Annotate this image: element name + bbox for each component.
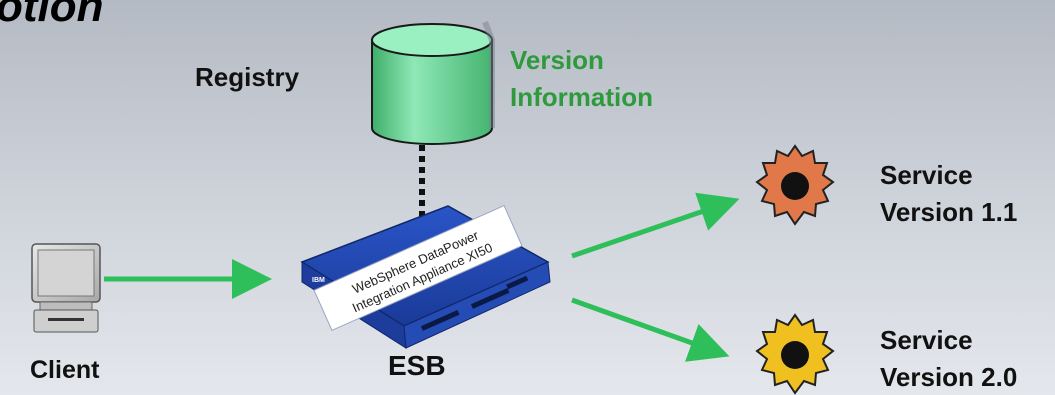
service-2-gear-icon — [755, 313, 835, 395]
page-title: otion — [0, 0, 104, 31]
service-1-label-line1: Service — [880, 160, 973, 190]
esb-appliance-icon: WebSphere DataPower Integration Applianc… — [300, 204, 551, 349]
service-2-label-line1: Service — [880, 325, 973, 355]
registry-label: Registry — [195, 62, 300, 92]
service-1-label-line2: Version 1.1 — [880, 197, 1018, 227]
esb-label: ESB — [388, 350, 446, 381]
version-info-label-line1: Version — [510, 45, 604, 75]
service-1-gear-icon — [755, 144, 835, 226]
ibm-logo: IBM — [312, 277, 325, 284]
client-label: Client — [30, 356, 100, 384]
client-computer-icon — [31, 243, 101, 333]
service-2-label-line2: Version 2.0 — [880, 362, 1018, 392]
registry-database-icon — [371, 20, 495, 145]
esb-to-service-2-arrow — [571, 297, 730, 362]
esb-to-service-1-arrow — [571, 192, 740, 259]
version-info-label-line2: Information — [510, 82, 653, 112]
